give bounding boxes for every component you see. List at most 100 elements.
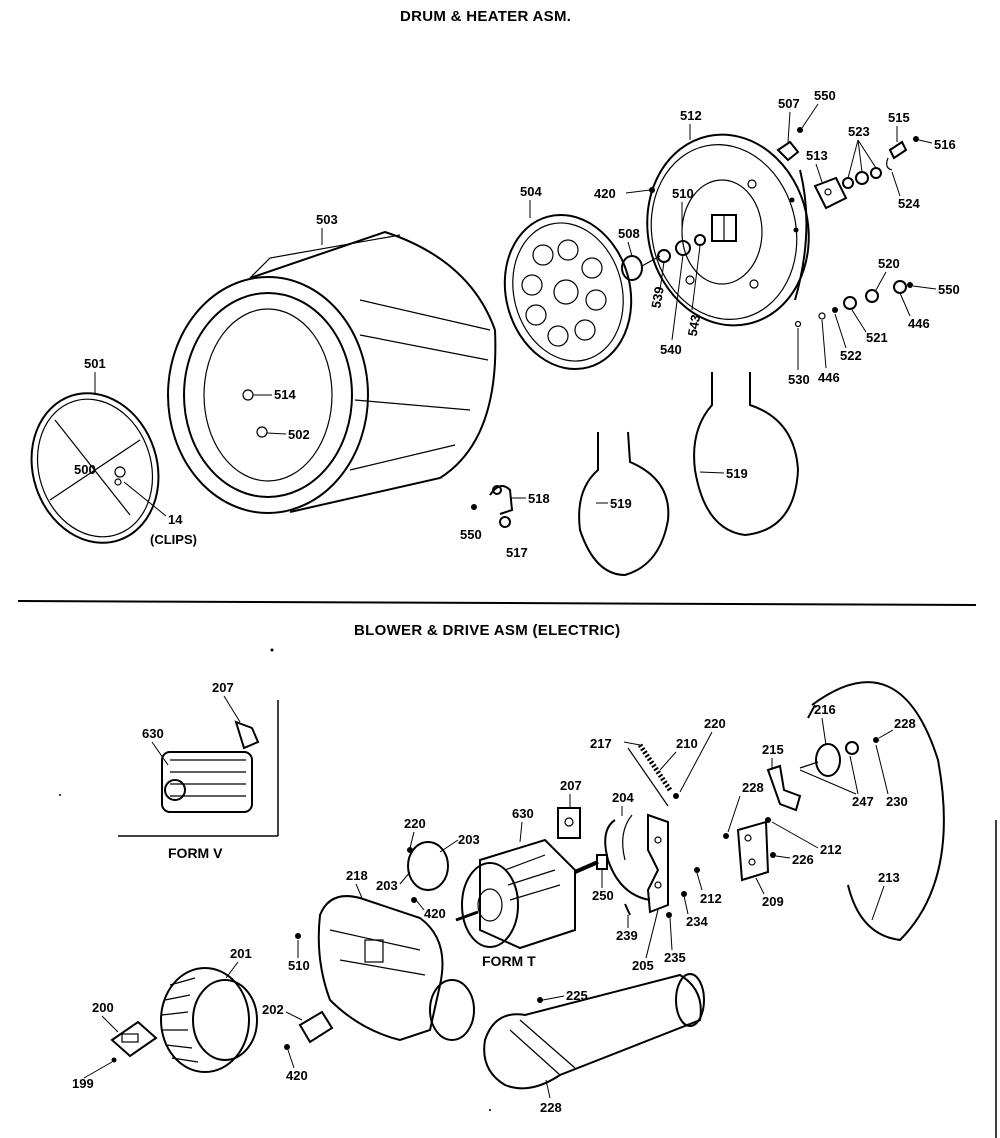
label-550-bottom: 550 [460,527,482,542]
label-630-form-v: 630 [142,726,164,741]
label-202: 202 [262,1002,284,1017]
label-199: 199 [72,1076,94,1091]
label-204: 204 [612,790,634,805]
label-510-blower: 510 [288,958,310,973]
drum-heater-title: DRUM & HEATER ASM. [400,8,572,25]
label-230: 230 [886,794,908,809]
label-226: 226 [792,852,814,867]
label-420: 420 [594,186,616,201]
label-220-right: 220 [704,716,726,731]
label-515: 515 [888,110,910,125]
label-234: 234 [686,914,708,929]
label-519-small: 519 [610,496,632,511]
label-207-form-t: 207 [560,778,582,793]
label-446-right: 446 [908,316,930,331]
part-518-roller-bracket [471,485,514,528]
part-209-mounting-plate [736,820,770,882]
label-510: 510 [672,186,694,201]
label-209: 209 [762,894,784,909]
label-516: 516 [934,137,956,152]
blower-drive-title: BLOWER & DRIVE ASM (ELECTRIC) [354,622,621,639]
part-216-idler-pulley [799,737,879,777]
form-v-inset [118,700,279,837]
label-217: 217 [590,736,612,751]
part-507-bracket [776,127,803,162]
label-420-mid: 420 [424,906,446,921]
label-201: 201 [230,946,252,961]
label-213: 213 [878,870,900,885]
hardware-fasteners [111,817,776,1063]
part-200-wheel-hub [110,1020,158,1058]
label-228-top: 228 [894,716,916,731]
label-520: 520 [878,256,900,271]
part-213-belt [807,681,945,942]
part-515-screw [886,136,919,171]
label-504: 504 [520,184,542,199]
label-524: 524 [898,196,920,211]
part-202-bracket [298,1010,334,1044]
label-507: 507 [778,96,800,111]
label-207-form-v: 207 [212,680,234,695]
part-204-belt [604,814,651,901]
part-519-belt-large [693,372,800,537]
label-521: 521 [866,330,888,345]
part-215-bracket [766,764,802,812]
part-504-rear-bulkhead [503,213,633,371]
label-form-t: FORM T [482,953,536,969]
part-630-motor [455,838,608,950]
label-239: 239 [616,928,638,943]
label-225: 225 [566,988,588,1003]
part-539-washers [657,234,706,263]
label-518: 518 [528,491,550,506]
part-501-seal-ring [30,392,160,544]
label-523: 523 [848,124,870,139]
part-207-relay [557,807,581,839]
part-205-idler-bracket [646,813,669,914]
part-519-belt-small [578,431,670,577]
label-218: 218 [346,868,368,883]
part-203-clamp [407,841,449,903]
label-513: 513 [806,148,828,163]
label-540: 540 [660,342,682,357]
label-203-top: 203 [458,832,480,847]
label-form-v: FORM V [168,845,223,861]
label-543: 543 [685,313,704,337]
label-216: 216 [814,702,836,717]
label-550-mid: 550 [938,282,960,297]
part-512-heater-housing [646,133,810,327]
part-503-drum [167,230,497,514]
part-420-screw [625,187,655,194]
label-446-left: 446 [818,370,840,385]
section-divider [17,600,977,606]
label-200: 200 [92,1000,114,1015]
part-210-spring [623,741,679,807]
label-215: 215 [762,742,784,757]
part-201-blower-wheel [160,967,258,1073]
part-520-terminal-hardware [794,280,913,328]
label-502: 502 [288,427,310,442]
label-220-left: 220 [404,816,426,831]
label-501: 501 [84,356,106,371]
label-228-left: 228 [742,780,764,795]
label-clips: (CLIPS) [150,532,197,547]
label-508: 508 [618,226,640,241]
label-522: 522 [840,348,862,363]
label-203-left: 203 [376,878,398,893]
label-500: 500 [74,462,96,477]
part-513-terminal-block [813,176,848,210]
label-212-mid: 212 [700,891,722,906]
label-235: 235 [664,950,686,965]
label-247: 247 [852,794,874,809]
label-212-right: 212 [820,842,842,857]
label-210: 210 [676,736,698,751]
label-539: 539 [648,285,667,309]
label-512: 512 [680,108,702,123]
label-517: 517 [506,545,528,560]
label-630-form-t: 630 [512,806,534,821]
label-250: 250 [592,888,614,903]
part-228-exhaust-duct [429,973,705,1090]
label-228-bottom: 228 [540,1100,562,1115]
label-14: 14 [168,512,183,527]
